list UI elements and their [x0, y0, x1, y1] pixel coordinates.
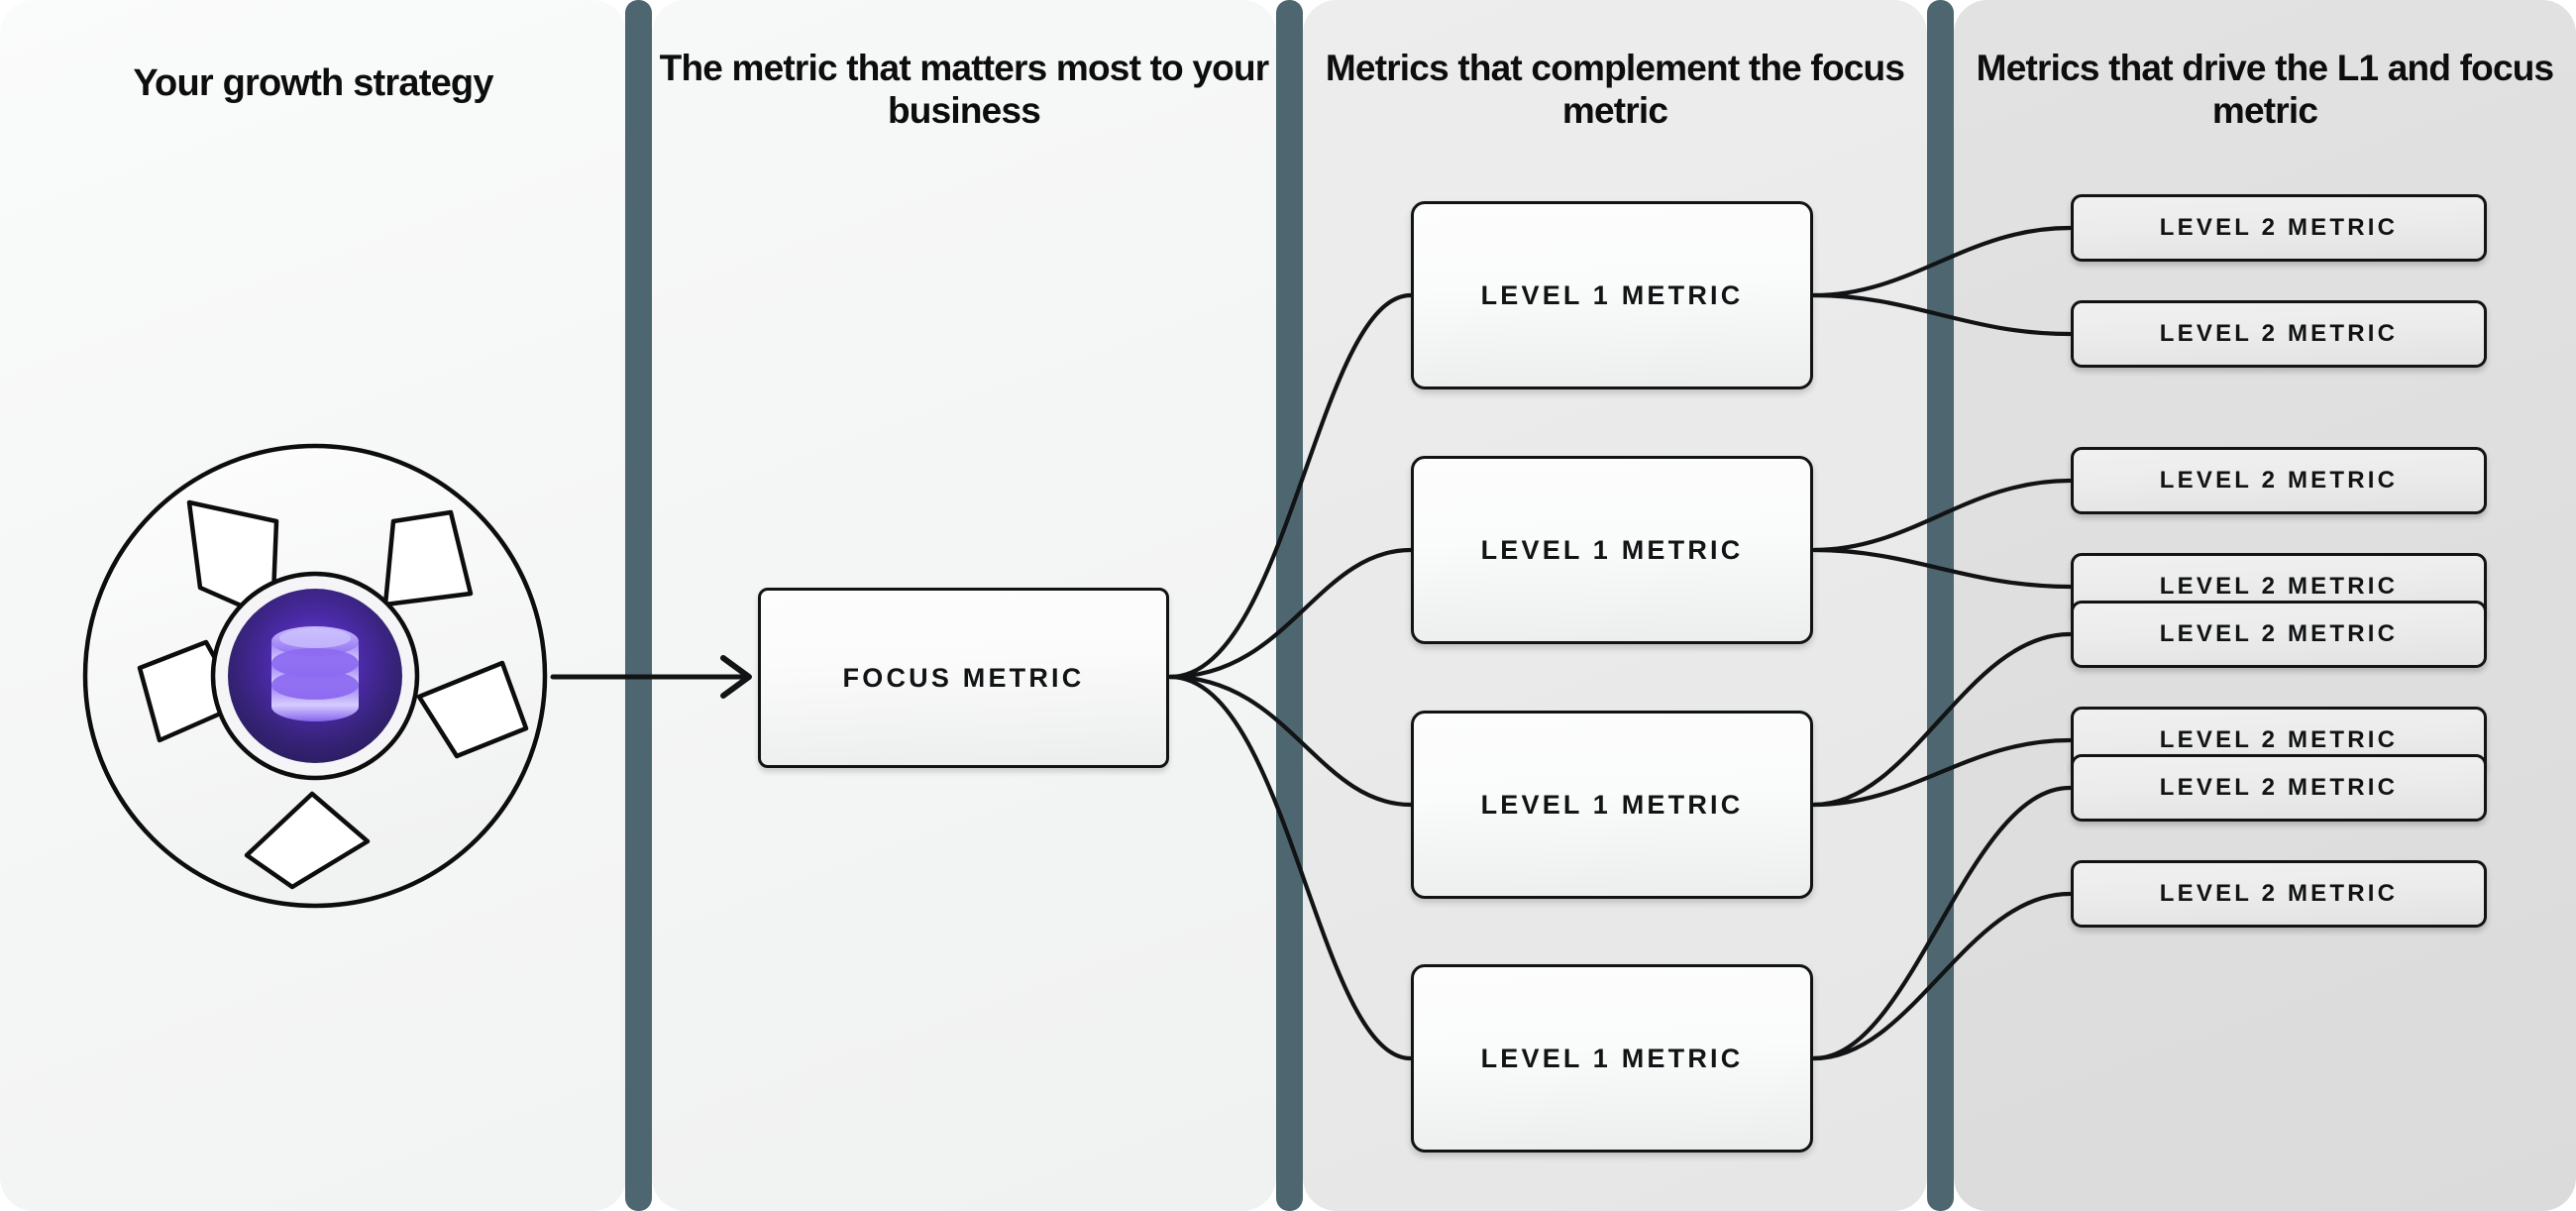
level2-metric-label: LEVEL 2 METRIC [2159, 467, 2399, 494]
column-title-level1-metrics: Metrics that complement the focus metric [1325, 48, 1905, 131]
column-separator-1 [625, 0, 652, 1211]
level2-metric-node-3[interactable]: LEVEL 2 METRIC [2071, 447, 2487, 514]
level1-metric-label: LEVEL 1 METRIC [1480, 1043, 1744, 1073]
level1-metric-node-2[interactable]: LEVEL 1 METRIC [1411, 456, 1813, 644]
focus-metric-label: FOCUS METRIC [842, 662, 1085, 693]
column-title-growth-strategy: Your growth strategy [133, 62, 493, 104]
level2-metric-label: LEVEL 2 METRIC [2159, 726, 2399, 753]
level1-metric-node-4[interactable]: LEVEL 1 METRIC [1411, 964, 1813, 1153]
focus-metric-node[interactable]: FOCUS METRIC [758, 588, 1169, 768]
aperture-database-logo [82, 443, 548, 909]
level2-metric-node-2[interactable]: LEVEL 2 METRIC [2071, 300, 2487, 368]
column-separator-3 [1927, 0, 1954, 1211]
level1-metric-node-3[interactable]: LEVEL 1 METRIC [1411, 711, 1813, 899]
column-title-focus-metric: The metric that matters most to your bus… [659, 48, 1270, 131]
database-icon [271, 626, 359, 721]
logo-svg [82, 443, 548, 909]
level2-metric-label: LEVEL 2 METRIC [2159, 774, 2399, 801]
column-separator-2 [1276, 0, 1303, 1211]
level2-metric-label: LEVEL 2 METRIC [2159, 320, 2399, 347]
level1-metric-node-1[interactable]: LEVEL 1 METRIC [1411, 201, 1813, 389]
level2-metric-node-5[interactable]: LEVEL 2 METRIC [2071, 601, 2487, 668]
level2-metric-label: LEVEL 2 METRIC [2159, 620, 2399, 647]
level2-metric-label: LEVEL 2 METRIC [2159, 880, 2399, 907]
level1-metric-label: LEVEL 1 METRIC [1480, 789, 1744, 820]
level2-metric-node-8[interactable]: LEVEL 2 METRIC [2071, 860, 2487, 928]
level2-metric-label: LEVEL 2 METRIC [2159, 214, 2399, 241]
level1-metric-label: LEVEL 1 METRIC [1480, 534, 1744, 565]
level2-metric-node-7[interactable]: LEVEL 2 METRIC [2071, 754, 2487, 822]
level2-metric-label: LEVEL 2 METRIC [2159, 573, 2399, 600]
column-title-level2-metrics: Metrics that drive the L1 and focus metr… [1976, 48, 2554, 131]
level2-metric-node-1[interactable]: LEVEL 2 METRIC [2071, 194, 2487, 262]
level1-metric-label: LEVEL 1 METRIC [1480, 279, 1744, 310]
